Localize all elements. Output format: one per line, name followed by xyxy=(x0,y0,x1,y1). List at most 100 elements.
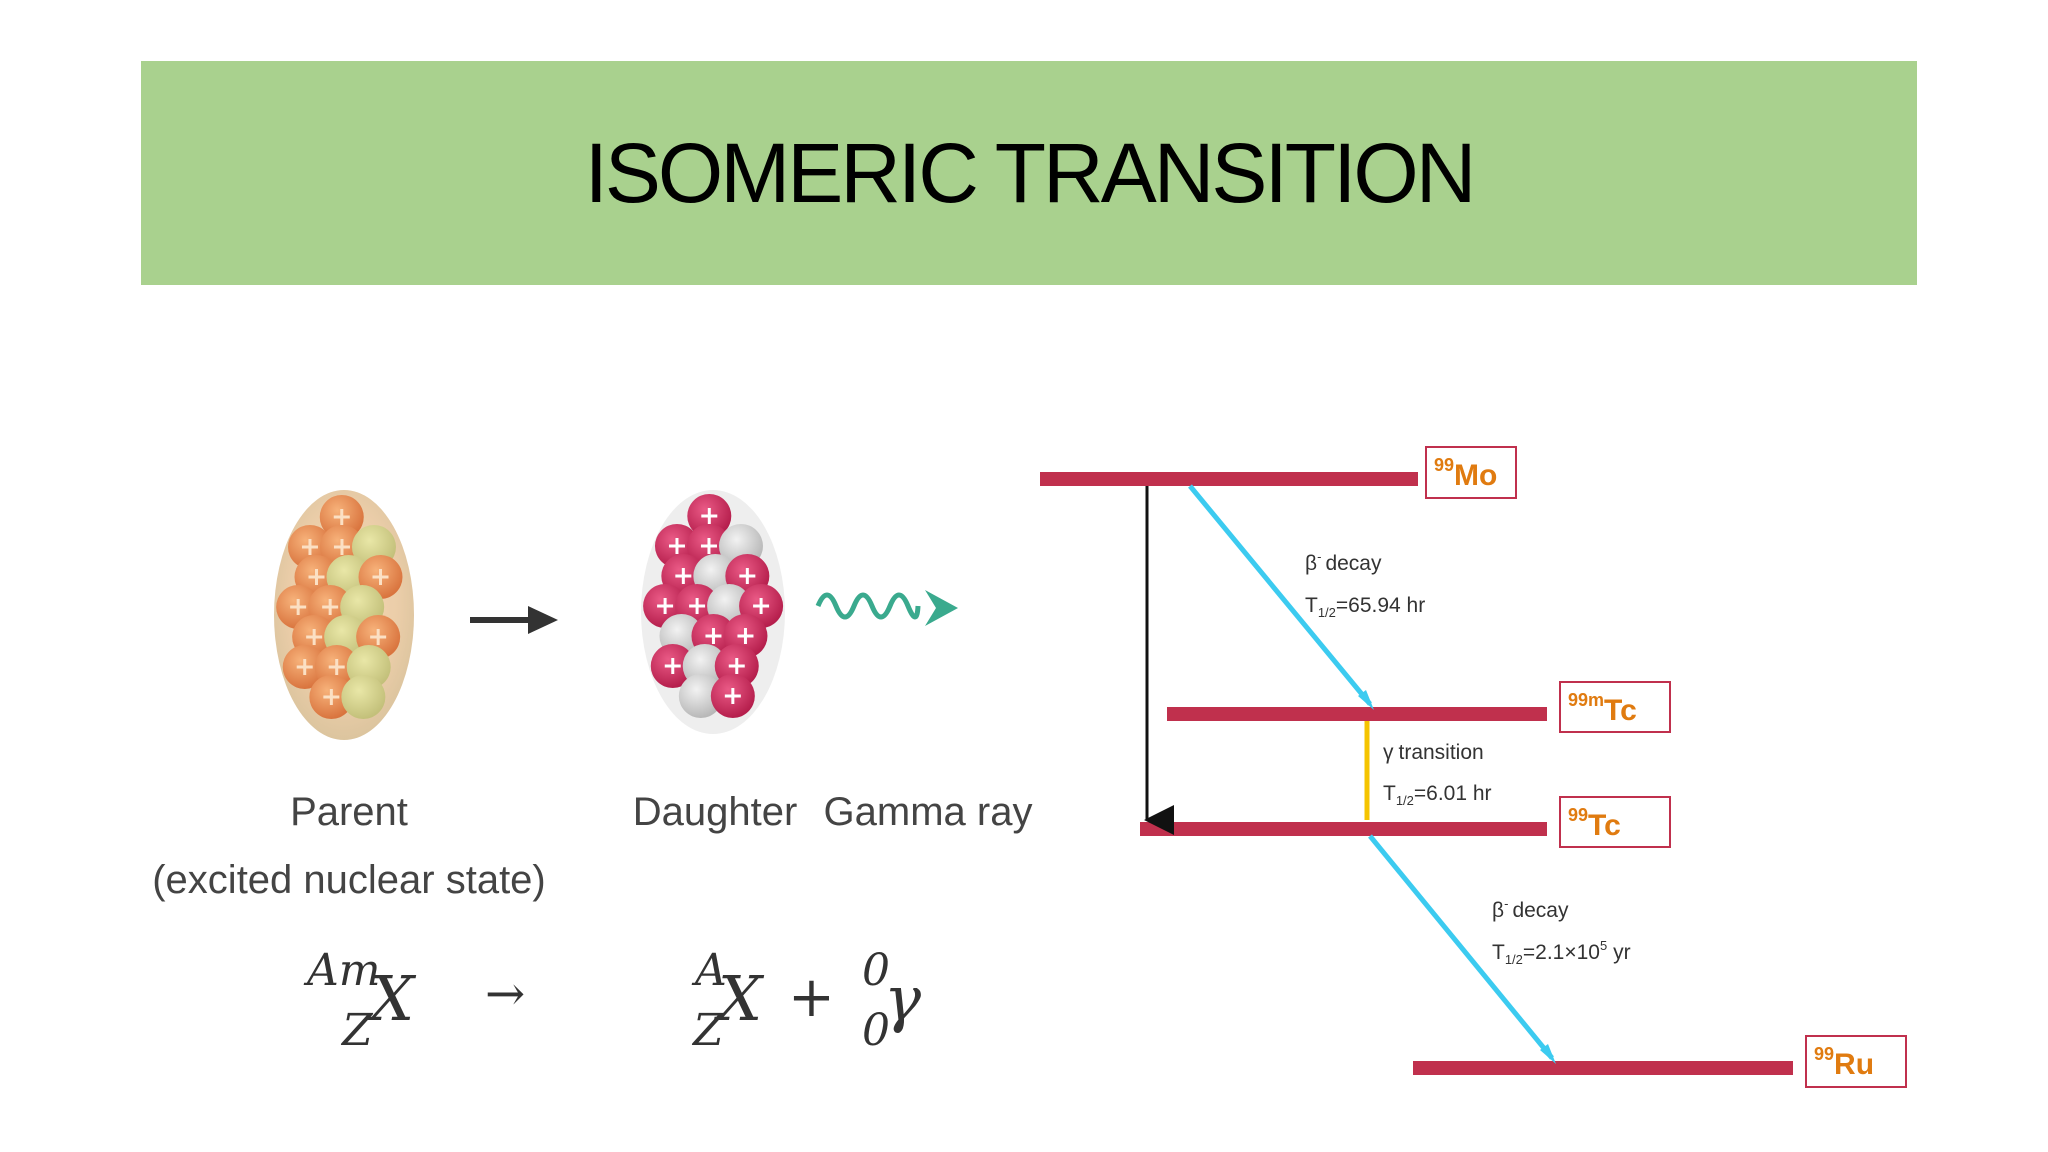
halflife-value: =2.1×10 xyxy=(1523,941,1600,964)
halflife-t: T xyxy=(1492,941,1505,964)
plus-mark xyxy=(296,659,313,675)
plus-mark xyxy=(323,689,340,705)
level-ru99 xyxy=(1413,1061,1793,1075)
halflife-sub: 1/2 xyxy=(1505,952,1523,967)
transition-3-label: β-decay T1/2=2.1×105 yr xyxy=(1492,896,1631,967)
plus-mark xyxy=(689,598,706,614)
plus-mark xyxy=(700,538,717,554)
svg-text:99Ru: 99Ru xyxy=(1814,1044,1874,1081)
eq-arrow: → xyxy=(485,966,525,1022)
isotope-symbol: Ru xyxy=(1834,1048,1874,1081)
svg-text:β-decay: β-decay xyxy=(1492,896,1569,922)
plus-mark xyxy=(322,599,339,615)
transition-kind: decay xyxy=(1325,552,1382,575)
eq-lhs-symbol: X xyxy=(366,962,417,1035)
neutron xyxy=(678,674,723,718)
plus-mark xyxy=(372,569,389,585)
halflife-value: =6.01 hr xyxy=(1414,782,1492,805)
isotope-label-tc99: 99Tc xyxy=(1559,796,1671,848)
transition-kind: transition xyxy=(1399,741,1484,764)
plus-mark xyxy=(701,508,718,524)
parent-nucleus xyxy=(274,490,414,740)
plus-mark xyxy=(753,598,770,614)
halflife-exp: 5 xyxy=(1600,938,1607,953)
slide-title: ISOMERIC TRANSITION xyxy=(584,125,1477,220)
isotope-mass: 99 xyxy=(1568,805,1588,825)
daughter-label: Daughter xyxy=(633,790,798,834)
isotope-symbol: Tc xyxy=(1588,809,1621,842)
halflife-sub: 1/2 xyxy=(1318,605,1336,620)
plus-mark xyxy=(728,658,745,674)
isotope-symbol: Tc xyxy=(1604,694,1637,727)
daughter-nucleus xyxy=(641,490,785,734)
svg-text:T1/2=65.94 hr: T1/2=65.94 hr xyxy=(1305,594,1425,620)
parent-sublabel: (excited nuclear state) xyxy=(152,858,546,902)
svg-text:99mTc: 99mTc xyxy=(1568,690,1637,727)
plus-mark xyxy=(308,569,325,585)
beta-arrow-2 xyxy=(1368,834,1556,1064)
beta-arrow-1 xyxy=(1188,484,1374,710)
svg-text:T1/2=2.1×105 yr: T1/2=2.1×105 yr xyxy=(1492,938,1631,967)
gamma-symbol: γ xyxy=(1383,741,1394,764)
halflife-unit: yr xyxy=(1607,941,1630,964)
plus-mark xyxy=(668,538,685,554)
plus-mark xyxy=(675,568,692,584)
isotope-mass: 99m xyxy=(1568,690,1604,710)
halflife-sub: 1/2 xyxy=(1396,793,1414,808)
plus-mark xyxy=(333,539,350,555)
svg-text:β-decay: β-decay xyxy=(1305,549,1382,575)
beta-sup: - xyxy=(1504,896,1508,911)
plus-mark xyxy=(705,628,722,644)
halflife-value: =65.94 hr xyxy=(1336,594,1425,617)
halflife-t: T xyxy=(1305,594,1318,617)
plus-mark xyxy=(737,628,754,644)
transition-kind: decay xyxy=(1512,899,1569,922)
level-mo99 xyxy=(1040,472,1418,486)
isotope-label-ru99: 99Ru xyxy=(1805,1035,1907,1088)
eq-rhs1-mass: A xyxy=(691,945,727,996)
isotope-symbol: Mo xyxy=(1454,459,1497,492)
gamma-ray-label: Gamma ray xyxy=(824,790,1033,834)
level-tc99m xyxy=(1167,707,1547,721)
nuclear-equation: Am Z X → A Z X + 0 0 γ xyxy=(303,945,922,1056)
eq-rhs2-mass: 0 xyxy=(862,945,890,996)
eq-rhs1-symbol: X xyxy=(714,962,765,1035)
plus-mark xyxy=(328,659,345,675)
gamma-ray-icon xyxy=(815,590,958,626)
isotope-mass: 99 xyxy=(1434,455,1454,475)
isotope-label-tc99m: 99mTc xyxy=(1559,681,1671,733)
svg-text:99Mo: 99Mo xyxy=(1434,455,1497,492)
neutron xyxy=(341,675,386,719)
eq-lhs-mass: Am xyxy=(303,945,381,996)
plus-mark xyxy=(370,629,387,645)
beta-symbol: β xyxy=(1492,899,1504,922)
plus-mark xyxy=(301,539,318,555)
beta-symbol: β xyxy=(1305,552,1317,575)
svg-text:T1/2=6.01 hr: T1/2=6.01 hr xyxy=(1383,782,1492,808)
title-bar: ISOMERIC TRANSITION xyxy=(141,61,1917,285)
isotope-label-mo99: 99Mo xyxy=(1425,446,1517,499)
parent-label: Parent xyxy=(290,790,408,834)
level-tc99 xyxy=(1140,822,1547,836)
svg-text:99Tc: 99Tc xyxy=(1568,805,1621,842)
halflife-t: T xyxy=(1383,782,1396,805)
eq-rhs1-atomic: Z xyxy=(691,1005,725,1056)
plus-mark xyxy=(724,688,741,704)
plus-mark xyxy=(290,599,307,615)
plus-mark xyxy=(333,509,350,525)
eq-plus: + xyxy=(788,965,835,1030)
eq-rhs2-atomic: 0 xyxy=(862,1005,890,1056)
transition-arrow xyxy=(470,606,558,634)
plus-mark xyxy=(306,629,323,645)
plus-mark xyxy=(664,658,681,674)
plus-mark xyxy=(657,598,674,614)
eq-lhs-atomic: Z xyxy=(340,1005,374,1056)
plus-mark xyxy=(739,568,756,584)
transition-1-label: β-decay T1/2=65.94 hr xyxy=(1305,549,1425,620)
isotope-mass: 99 xyxy=(1814,1044,1834,1064)
beta-sup: - xyxy=(1317,549,1321,564)
